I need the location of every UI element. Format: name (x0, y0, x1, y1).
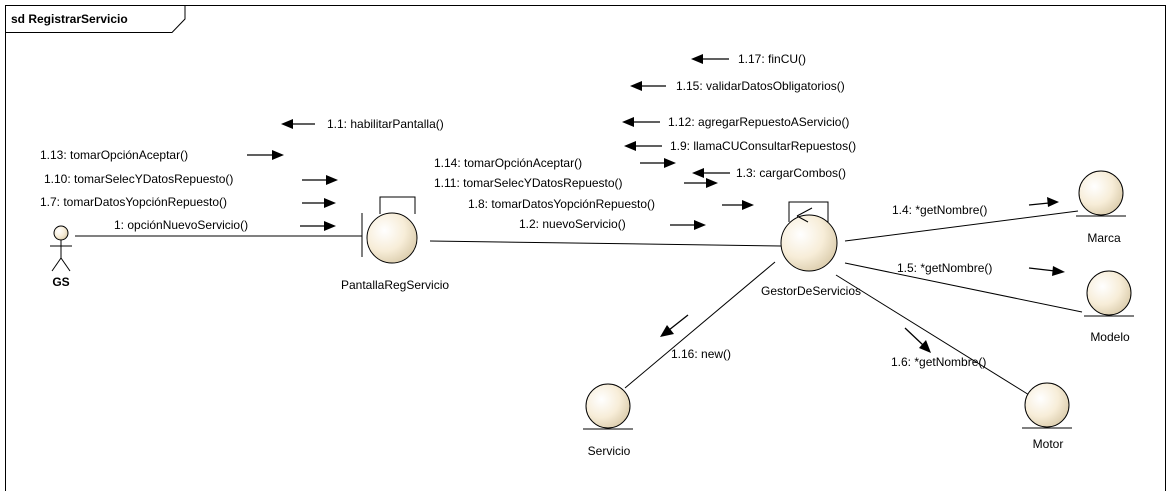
arrow-right-icon (722, 200, 754, 210)
actor-label: GS (52, 275, 69, 289)
message-1-5: 1.5: *getNombre() (897, 261, 992, 275)
message-1-13: 1.13: tomarOpciónAceptar() (40, 148, 188, 162)
message-1-8: 1.8: tomarDatosYopciónRepuesto() (468, 197, 655, 211)
messages-boundary-control: 1.14: tomarOpciónAceptar() 1.11: tomarSe… (434, 156, 655, 231)
messages-actor-boundary: 1.13: tomarOpciónAceptar() 1.10: tomarSe… (40, 117, 444, 232)
actor-head-icon (53, 225, 69, 241)
diagram-frame: sd RegistrarServicio (5, 5, 1166, 491)
control-label: GestorDeServicios (761, 284, 861, 298)
arrow-down-left-icon (660, 314, 689, 337)
message-1-3: 1.3: cargarCombos() (736, 166, 846, 180)
actor-leg-right (60, 257, 71, 272)
message-1-7: 1.7: tomarDatosYopciónRepuesto() (40, 195, 227, 209)
entity-servicio[interactable]: Servicio (583, 383, 633, 458)
frame-title: sd RegistrarServicio (11, 12, 128, 26)
message-1: 1: opciónNuevoServicio() (114, 218, 248, 232)
message-1-12: 1.12: agregarRepuestoAServicio() (668, 115, 849, 129)
entity-icon (1086, 270, 1132, 316)
boundary-icon (366, 212, 418, 264)
message-1-9: 1.9: llamaCUConsultarRepuestos() (670, 139, 856, 153)
message-arrows (247, 54, 1065, 353)
boundary-label: PantallaRegServicio (341, 278, 449, 292)
arrow-right-icon (1028, 197, 1059, 207)
entity-icon (1078, 170, 1124, 216)
arrow-left-icon (281, 119, 315, 129)
link-control-marca (844, 210, 1079, 242)
link-boundary-control (429, 240, 782, 247)
arrow-left-icon (630, 81, 666, 91)
control-stack-icon (788, 201, 829, 222)
arrow-right-icon (300, 221, 336, 231)
control-arrow-icon (796, 207, 813, 223)
entity-label: Motor (1033, 437, 1064, 451)
messages-control-self: 1.17: finCU() 1.15: validarDatosObligato… (668, 52, 856, 180)
arrow-right-icon (247, 150, 284, 160)
messages-control-entities: 1.4: *getNombre() 1.5: *getNombre() 1.6:… (671, 203, 992, 369)
links (75, 210, 1083, 399)
arrow-right-icon (1028, 266, 1065, 276)
arrow-left-icon (691, 54, 729, 64)
entity-label: Marca (1087, 231, 1121, 245)
arrow-left-icon (692, 168, 730, 178)
actor-leg-left (51, 257, 62, 272)
arrow-right-icon (302, 198, 336, 208)
control-icon (780, 214, 838, 272)
arrow-right-icon (640, 158, 676, 168)
message-1-17: 1.17: finCU() (738, 52, 806, 66)
entity-label: Modelo (1090, 330, 1130, 344)
entity-icon (585, 383, 631, 429)
message-1-10: 1.10: tomarSelecYDatosRepuesto() (44, 172, 233, 186)
control-gestordeservicios[interactable]: GestorDeServicios (761, 201, 861, 298)
message-1-2: 1.2: nuevoServicio() (519, 217, 626, 231)
entity-label: Servicio (588, 444, 631, 458)
message-1-11: 1.11: tomarSelecYDatosRepuesto() (434, 176, 623, 190)
entity-modelo[interactable]: Modelo (1084, 270, 1134, 344)
arrow-down-right-icon (904, 327, 931, 353)
message-1-1: 1.1: habilitarPantalla() (327, 117, 444, 131)
boundary-stack-icon (379, 196, 416, 214)
actor-gs[interactable]: GS (50, 225, 72, 289)
arrow-right-icon (684, 178, 718, 188)
link-control-servicio (624, 261, 776, 389)
message-1-6: 1.6: *getNombre() (891, 355, 986, 369)
arrow-right-icon (670, 220, 706, 230)
link-control-modelo (844, 262, 1083, 313)
boundary-pantallaregservicio[interactable]: PantallaRegServicio (341, 196, 449, 292)
message-1-14: 1.14: tomarOpciónAceptar() (434, 156, 582, 170)
message-1-15: 1.15: validarDatosObligatorios() (676, 79, 845, 93)
entity-marca[interactable]: Marca (1076, 170, 1126, 245)
arrow-right-icon (302, 175, 338, 185)
entity-icon (1024, 382, 1070, 428)
arrow-left-icon (622, 117, 660, 127)
arrow-left-icon (624, 141, 662, 151)
message-1-16: 1.16: new() (671, 347, 731, 361)
message-1-4: 1.4: *getNombre() (892, 203, 987, 217)
entity-motor[interactable]: Motor (1022, 382, 1072, 451)
link-control-motor (835, 274, 1035, 399)
